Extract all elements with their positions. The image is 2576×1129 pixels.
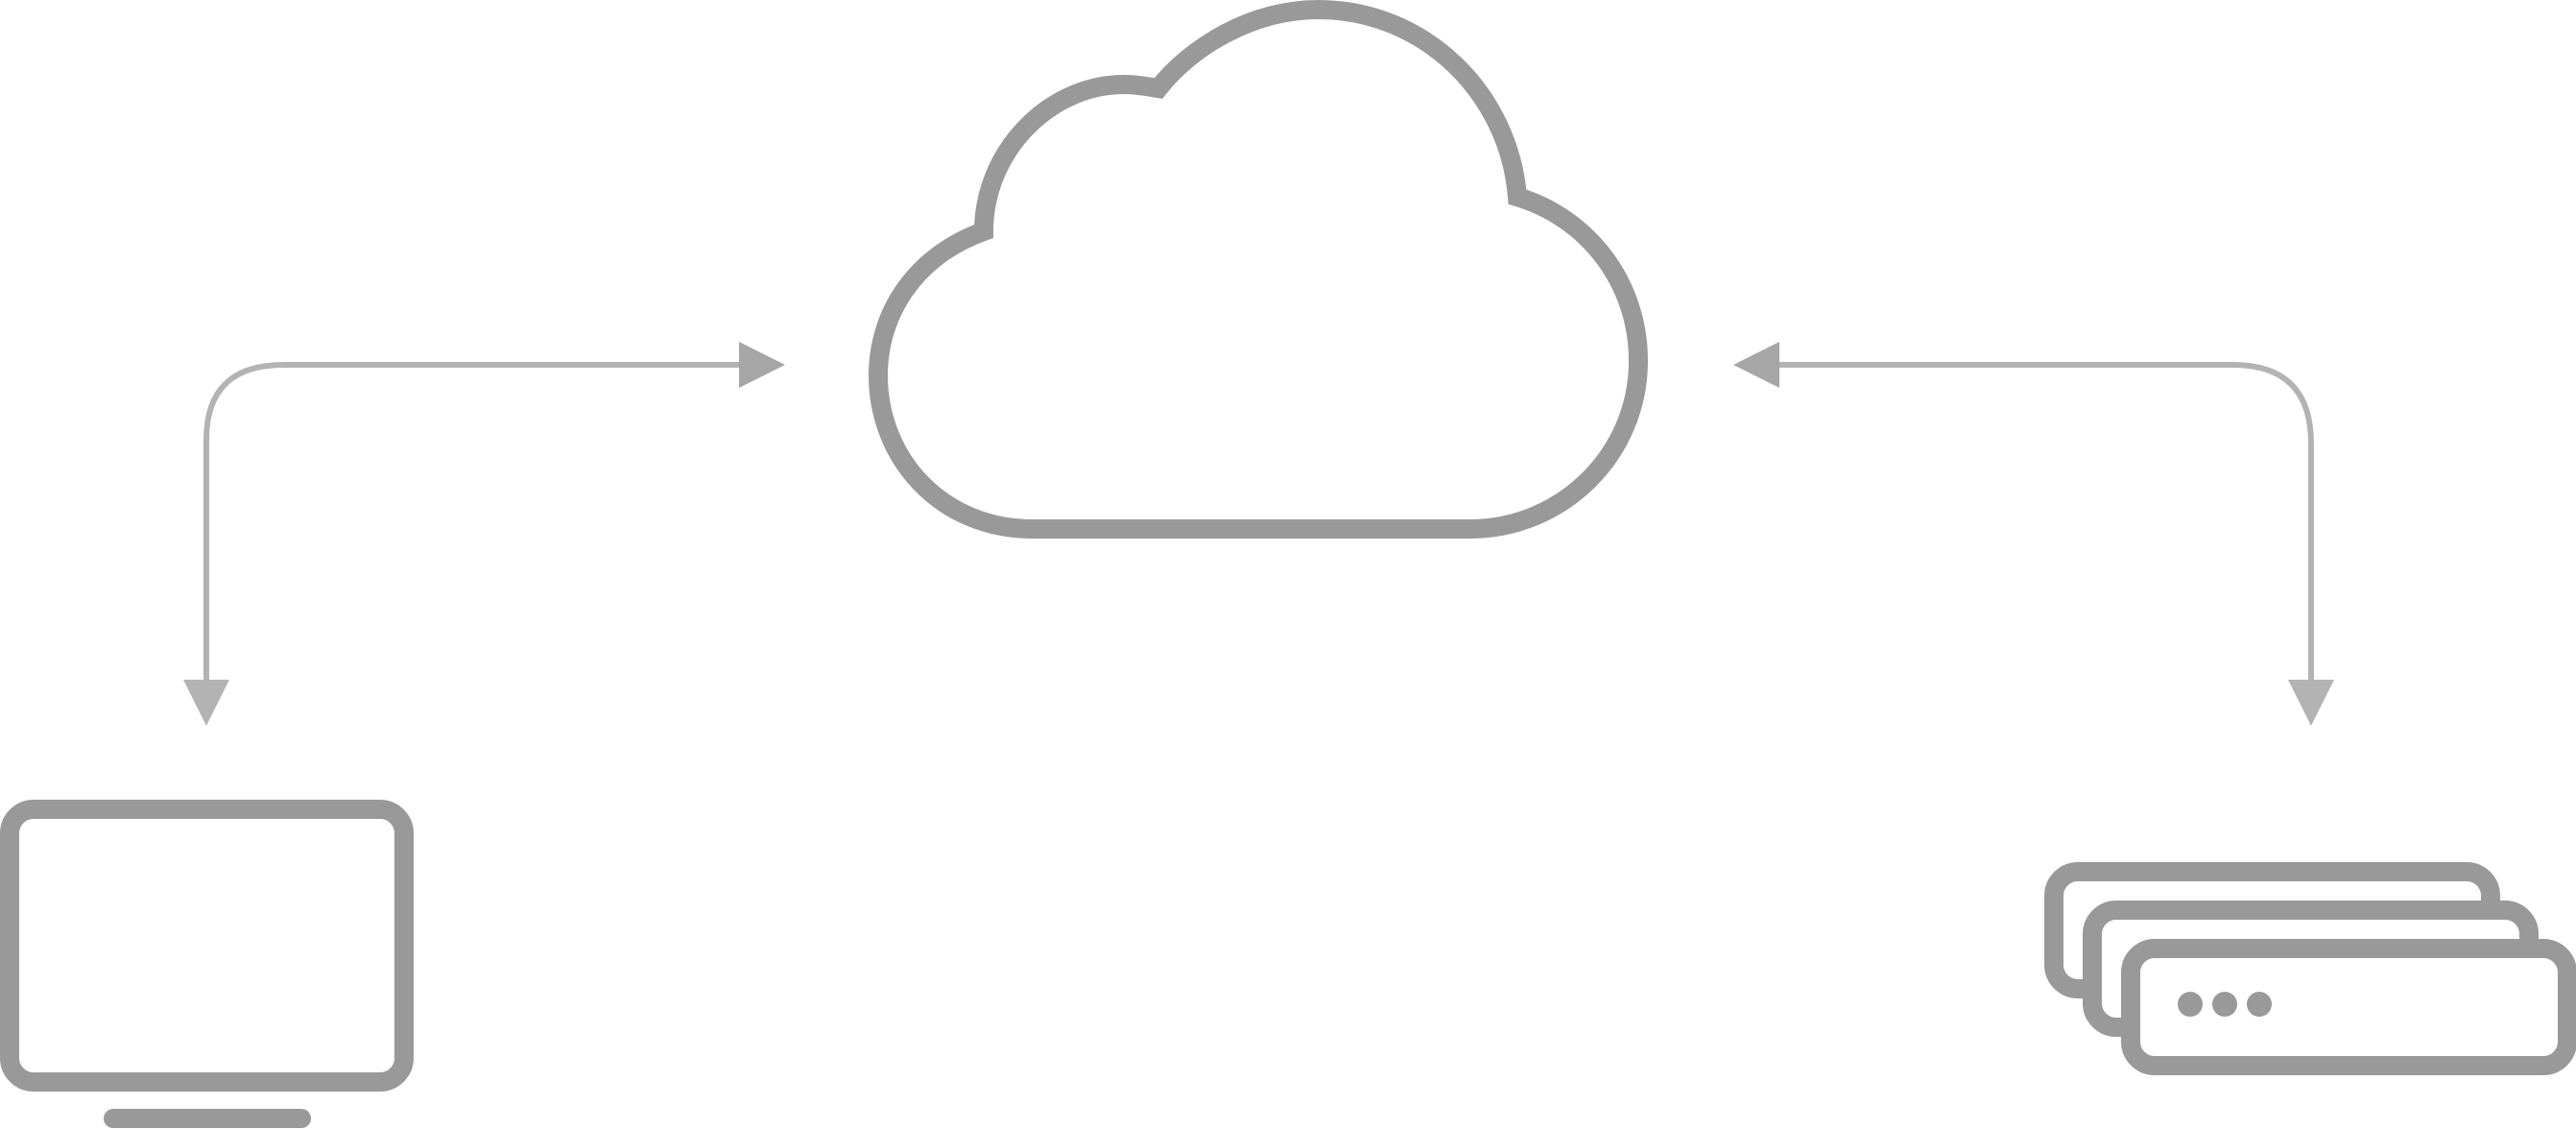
server-stack-icon xyxy=(2044,862,2576,1075)
status-dots-icon xyxy=(2178,992,2272,1017)
monitor-icon xyxy=(0,800,414,1128)
arrowhead-down-icon xyxy=(2288,680,2334,726)
servers-cloud-arrow xyxy=(1733,342,2334,726)
arrowhead-down-icon xyxy=(183,680,229,726)
server-unit-front xyxy=(2121,939,2576,1075)
cloud-icon xyxy=(868,0,1649,539)
client-cloud-arrow xyxy=(183,342,785,726)
arrowhead-right-icon xyxy=(739,342,785,388)
monitor-stand xyxy=(104,1109,311,1128)
arrowhead-left-icon xyxy=(1733,342,1779,388)
